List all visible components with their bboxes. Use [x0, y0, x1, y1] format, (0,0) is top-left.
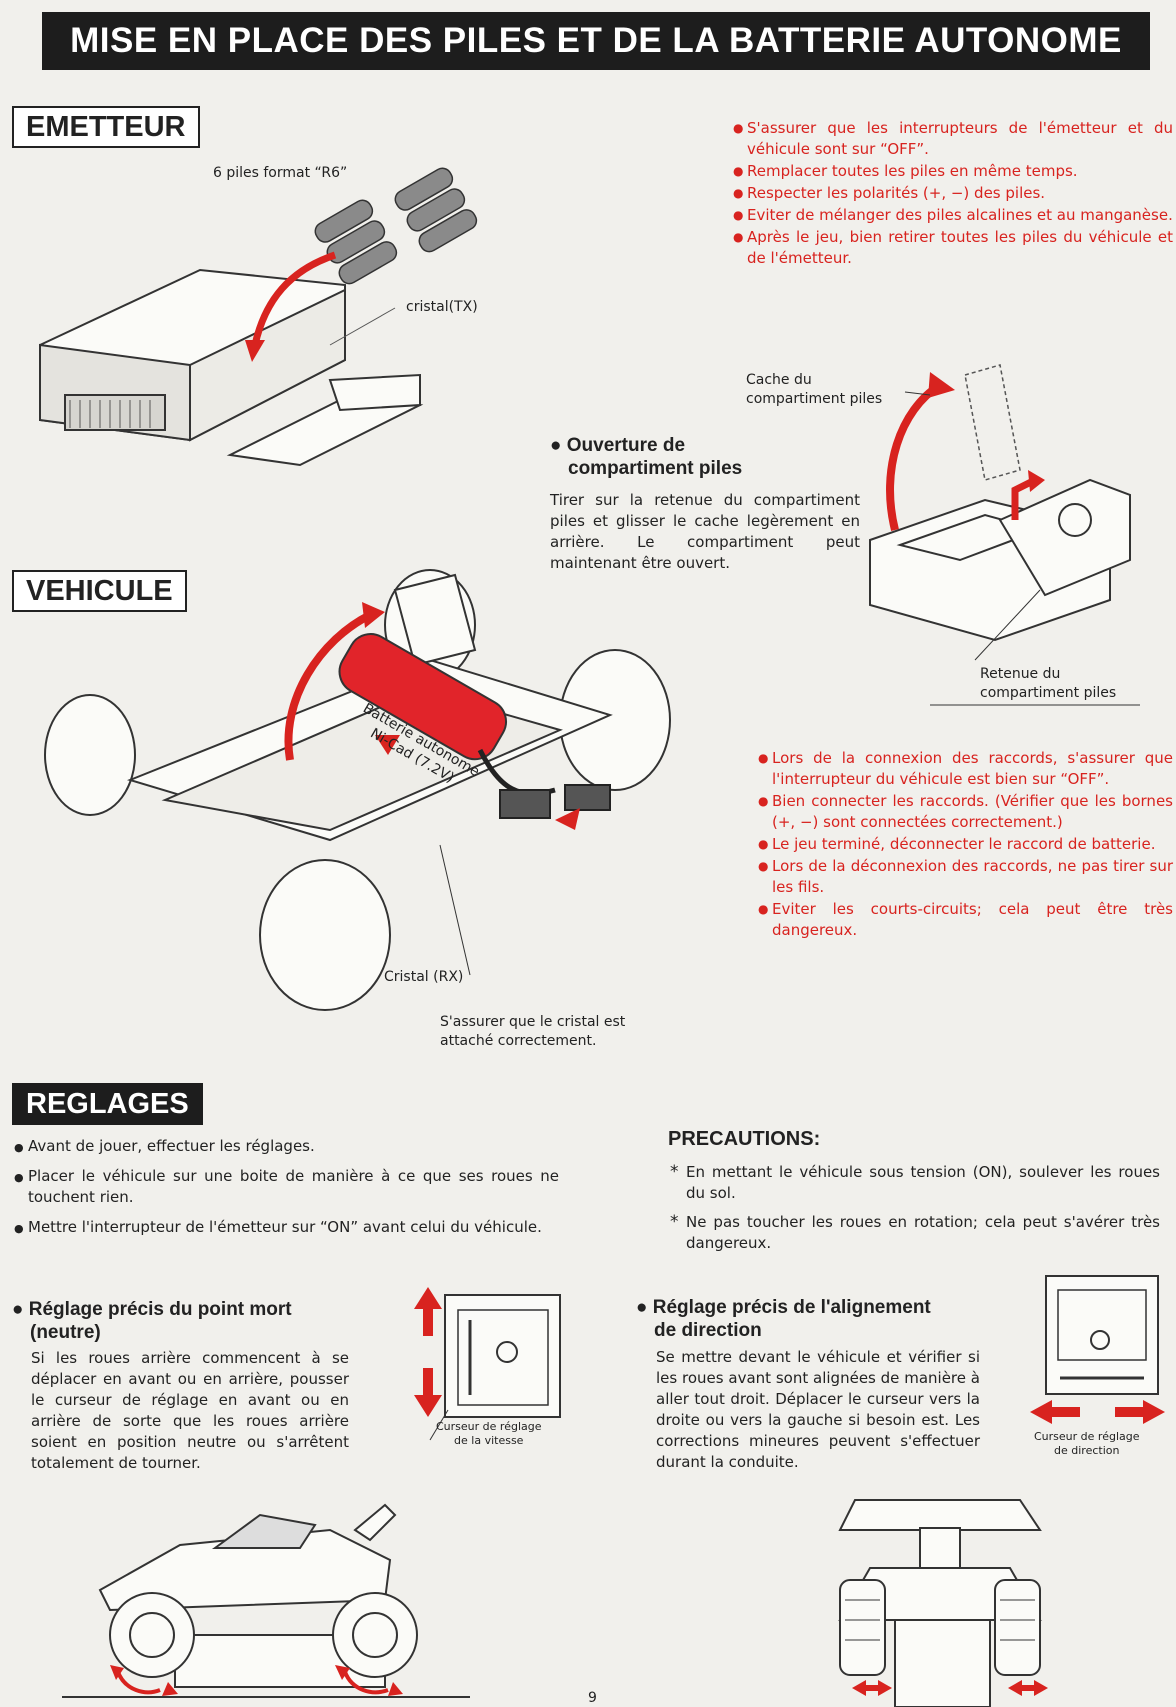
section-heading-vehicule: VEHICULE — [12, 570, 187, 612]
label-direction-line1: Curseur de réglage — [1034, 1430, 1140, 1443]
warnings-top-list: S'assurer que les interrupteurs de l'éme… — [733, 118, 1173, 270]
neutre-title: ● Réglage précis du point mort (neutre) — [12, 1299, 292, 1343]
precautions-title: PRECAUTIONS: — [668, 1128, 821, 1150]
precaution-item: Ne pas toucher les roues en rotation; ce… — [670, 1212, 1160, 1254]
ouverture-text: Tirer sur la retenue du compartiment pil… — [550, 491, 860, 572]
warning-item: Eviter les courts-circuits; cela peut êt… — [758, 899, 1173, 941]
warning-item: S'assurer que les interrupteurs de l'éme… — [733, 118, 1173, 160]
ouverture-title: ● Ouverture de compartiment piles — [550, 435, 743, 479]
label-direction-line2: de direction — [1054, 1444, 1120, 1457]
direction-title-line1: Réglage précis de l'alignement — [652, 1297, 931, 1318]
label-vitesse: Curseur de réglage de la vitesse — [436, 1420, 542, 1448]
label-piles: 6 piles format “R6” — [213, 165, 348, 181]
label-cristal-tx: cristal(TX) — [406, 299, 478, 315]
label-retenue-line1: Retenue du — [980, 666, 1061, 682]
warning-item: Lors de la déconnexion des raccords, ne … — [758, 856, 1173, 898]
label-cache-line2: compartiment piles — [746, 391, 883, 407]
ouverture-title-line2: compartiment piles — [568, 458, 743, 479]
cristal-note-line2: attaché correctement. — [440, 1033, 597, 1049]
ouverture-title-line1: Ouverture de — [566, 435, 686, 456]
page-number: 9 — [588, 1690, 597, 1706]
section-heading-reglages: REGLAGES — [12, 1083, 203, 1125]
neutre-title-line2: (neutre) — [30, 1322, 101, 1343]
warning-item: Après le jeu, bien retirer toutes les pi… — [733, 227, 1173, 269]
warning-item: Bien connecter les raccords. (Vérifier q… — [758, 791, 1173, 833]
label-vitesse-line1: Curseur de réglage — [436, 1420, 542, 1433]
warning-item: Le jeu terminé, déconnecter le raccord d… — [758, 834, 1173, 855]
precaution-item: En mettant le véhicule sous tension (ON)… — [670, 1162, 1160, 1204]
warning-item: Eviter de mélanger des piles alcalines e… — [733, 205, 1173, 226]
label-cache-line1: Cache du — [746, 372, 812, 388]
direction-title: ● Réglage précis de l'alignement de dire… — [636, 1297, 931, 1341]
warning-item: Remplacer toutes les piles en même temps… — [733, 161, 1173, 182]
label-direction: Curseur de réglage de direction — [1034, 1430, 1140, 1458]
cristal-note-line1: S'assurer que le cristal est — [440, 1014, 626, 1030]
precautions-list: En mettant le véhicule sous tension (ON)… — [670, 1162, 1160, 1262]
neutre-title-line1: Réglage précis du point mort — [28, 1299, 292, 1320]
label-cache: Cache du compartiment piles — [746, 371, 882, 409]
label-retenue-line2: compartiment piles — [980, 685, 1117, 701]
neutre-text: Si les roues arrière commencent à se dép… — [31, 1349, 349, 1472]
warnings-mid-list: Lors de la connexion des raccords, s'ass… — [758, 748, 1173, 942]
warning-item: Respecter les polarités (+, −) des piles… — [733, 183, 1173, 204]
label-vitesse-line2: de la vitesse — [454, 1434, 524, 1447]
reglages-item: Avant de jouer, effectuer les réglages. — [14, 1136, 559, 1158]
label-cristal-rx: Cristal (RX) — [384, 969, 464, 985]
reglages-item: Placer le véhicule sur une boite de mani… — [14, 1166, 559, 1208]
reglages-list: Avant de jouer, effectuer les réglages. … — [14, 1136, 559, 1247]
page-title: MISE EN PLACE DES PILES ET DE LA BATTERI… — [42, 12, 1150, 70]
cristal-note: S'assurer que le cristal est attaché cor… — [440, 1013, 625, 1051]
section-heading-emetteur: EMETTEUR — [12, 106, 200, 148]
warning-item: Lors de la connexion des raccords, s'ass… — [758, 748, 1173, 790]
reglages-item: Mettre l'interrupteur de l'émetteur sur … — [14, 1217, 559, 1239]
label-retenue: Retenue du compartiment piles — [980, 665, 1116, 703]
direction-title-line2: de direction — [654, 1320, 762, 1341]
direction-text: Se mettre devant le véhicule et vérifier… — [656, 1348, 980, 1471]
